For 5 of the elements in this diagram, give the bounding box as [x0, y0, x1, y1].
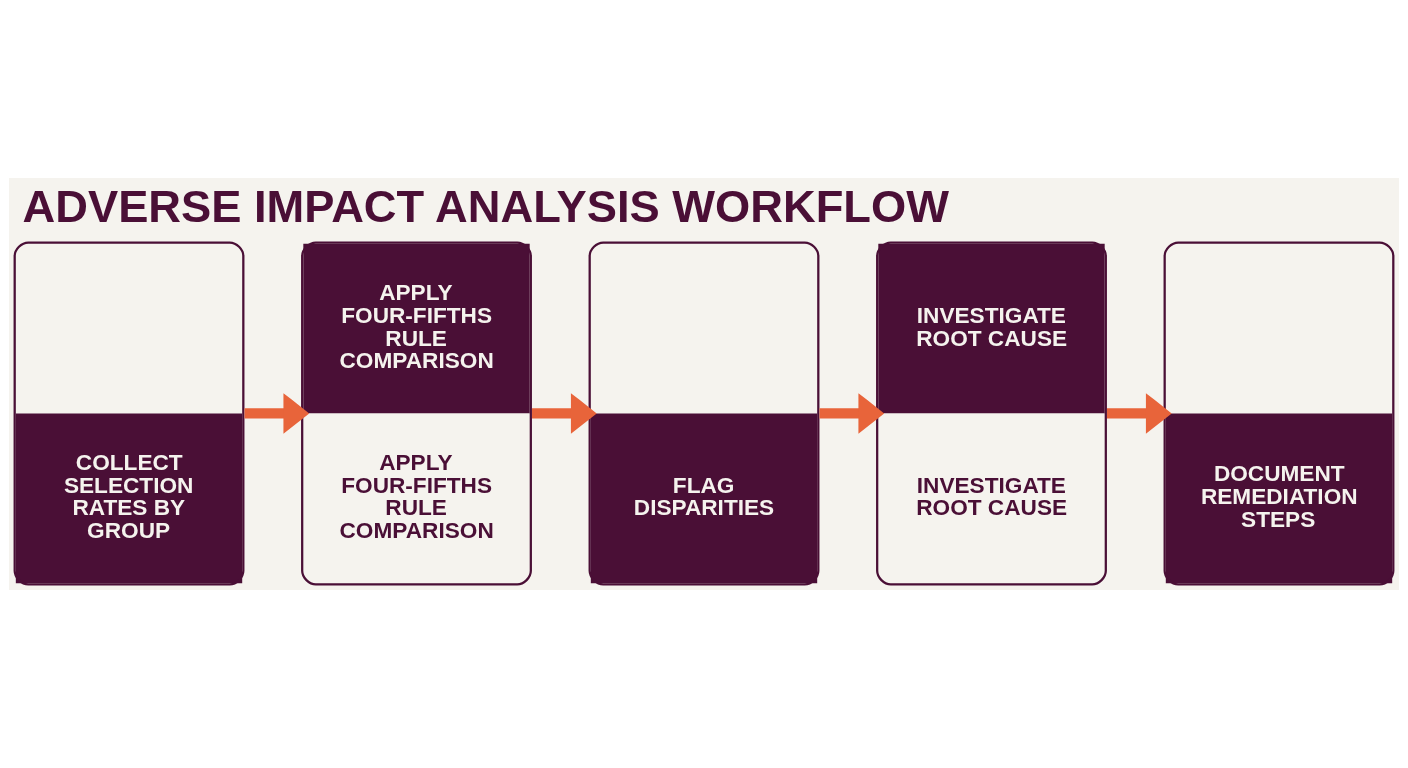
- diagram-title: ADVERSE IMPACT ANALYSIS WORKFLOW: [22, 181, 949, 233]
- arrow: [244, 393, 310, 434]
- arrow: [819, 393, 885, 434]
- arrow: [532, 393, 597, 434]
- arrow: [1107, 393, 1172, 434]
